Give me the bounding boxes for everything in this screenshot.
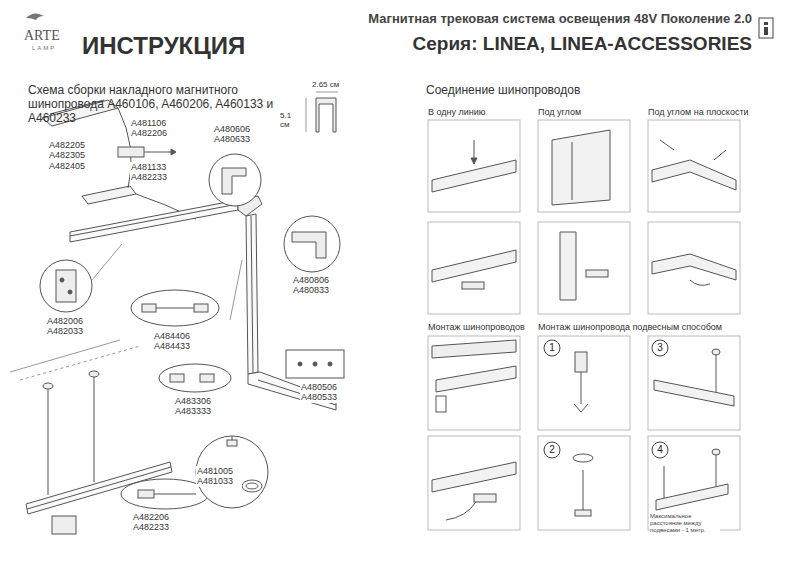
panel-caption: Монтаж шинопровода подвесным способом (538, 322, 722, 332)
part-number: A480606 A480633 (213, 124, 259, 145)
part-number: A481106 A482206 (130, 118, 176, 139)
callout-number: 3 (652, 342, 668, 354)
dimension: 2.65 см (312, 80, 339, 89)
page-title: ИНСТРУКЦИЯ (82, 32, 245, 60)
part-number: A482205 A482305 A482405 (48, 140, 94, 171)
callout-number: 2 (544, 444, 560, 456)
header-subtitle: Магнитная трековая система освещения 48V… (368, 12, 752, 27)
part-number: A482006 A482033 (46, 316, 92, 337)
panel-caption: В одну линию (428, 107, 486, 117)
part-number: A481133 A482233 (130, 162, 176, 183)
note: Максимальное расстояние между подвесами … (650, 513, 720, 534)
logo-subtext: LAMP (32, 45, 56, 52)
part-number: A480806 A480833 (292, 275, 338, 296)
part-number: A480506 A480533 (300, 382, 346, 403)
part-number: A481005 A481033 (196, 466, 242, 487)
panel-caption: Монтаж шинопроводов (428, 322, 525, 332)
section-heading: Соединение шинопроводов (426, 84, 580, 98)
callout-number: 1 (544, 342, 560, 354)
panel-caption: Под углом (538, 107, 581, 117)
part-number: A483306 A483333 (174, 396, 220, 417)
part-number: A482206 A482233 (132, 512, 178, 533)
series-title: Серия: LINEA, LINEA-ACCESSORIES (413, 33, 752, 55)
logo-text: ARTE (24, 28, 60, 44)
dimension: 5.1 см (280, 111, 302, 129)
panel-caption: Под углом на плоскости (648, 107, 749, 117)
part-number: A484406 A484433 (153, 331, 199, 352)
callout-number: 4 (652, 444, 668, 456)
